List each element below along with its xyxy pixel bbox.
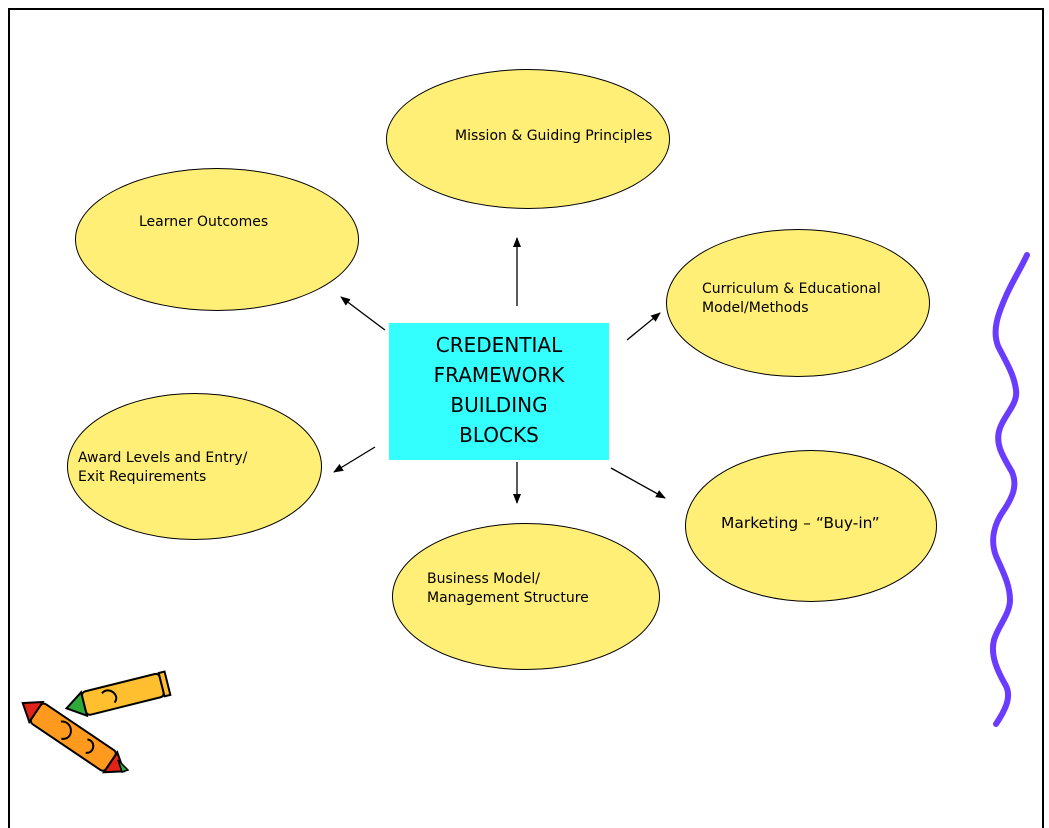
node-marketing-line-1: Marketing – “Buy-in” xyxy=(721,514,880,532)
node-mission-line-1: Mission & Guiding Principles xyxy=(455,128,653,144)
page-frame xyxy=(8,8,1044,828)
arrow-to-marketing xyxy=(610,467,666,499)
node-award-label: Award Levels and Entry/ Exit Requirement… xyxy=(78,449,247,487)
node-marketing-ellipse xyxy=(685,450,937,602)
node-award-line-2: Exit Requirements xyxy=(78,469,207,485)
node-business-line-1: Business Model/ xyxy=(427,571,540,587)
node-marketing-label: Marketing – “Buy-in” xyxy=(721,514,880,533)
center-line-2: FRAMEWORK xyxy=(433,363,565,387)
node-curriculum-label: Curriculum & Educational Model/Methods xyxy=(702,280,881,318)
center-box xyxy=(389,323,609,460)
node-curriculum-line-1: Curriculum & Educational xyxy=(702,281,881,297)
crayons-clipart xyxy=(21,670,172,774)
node-mission-ellipse xyxy=(386,69,670,209)
node-learner-label: Learner Outcomes xyxy=(139,213,268,232)
center-line-4: BLOCKS xyxy=(459,423,539,447)
node-curriculum-line-2: Model/Methods xyxy=(702,300,809,316)
node-learner-ellipse xyxy=(75,168,359,311)
center-title: CREDENTIAL FRAMEWORK BUILDING BLOCKS xyxy=(389,330,609,450)
arrow-to-curriculum xyxy=(626,312,661,341)
node-business-line-2: Management Structure xyxy=(427,590,589,606)
arrow-to-learner xyxy=(340,296,386,331)
node-curriculum-ellipse xyxy=(666,229,930,377)
wavy-line-decoration xyxy=(990,252,1030,727)
node-business-label: Business Model/ Management Structure xyxy=(427,570,589,608)
node-business-ellipse xyxy=(392,523,660,670)
node-award-ellipse xyxy=(67,393,322,540)
node-mission-label: Mission & Guiding Principles xyxy=(455,127,652,146)
center-line-3: BUILDING xyxy=(450,393,548,417)
node-award-line-1: Award Levels and Entry/ xyxy=(78,450,248,466)
center-line-1: CREDENTIAL xyxy=(435,333,563,357)
node-learner-line-1: Learner Outcomes xyxy=(139,214,269,230)
arrow-to-award xyxy=(333,446,376,473)
